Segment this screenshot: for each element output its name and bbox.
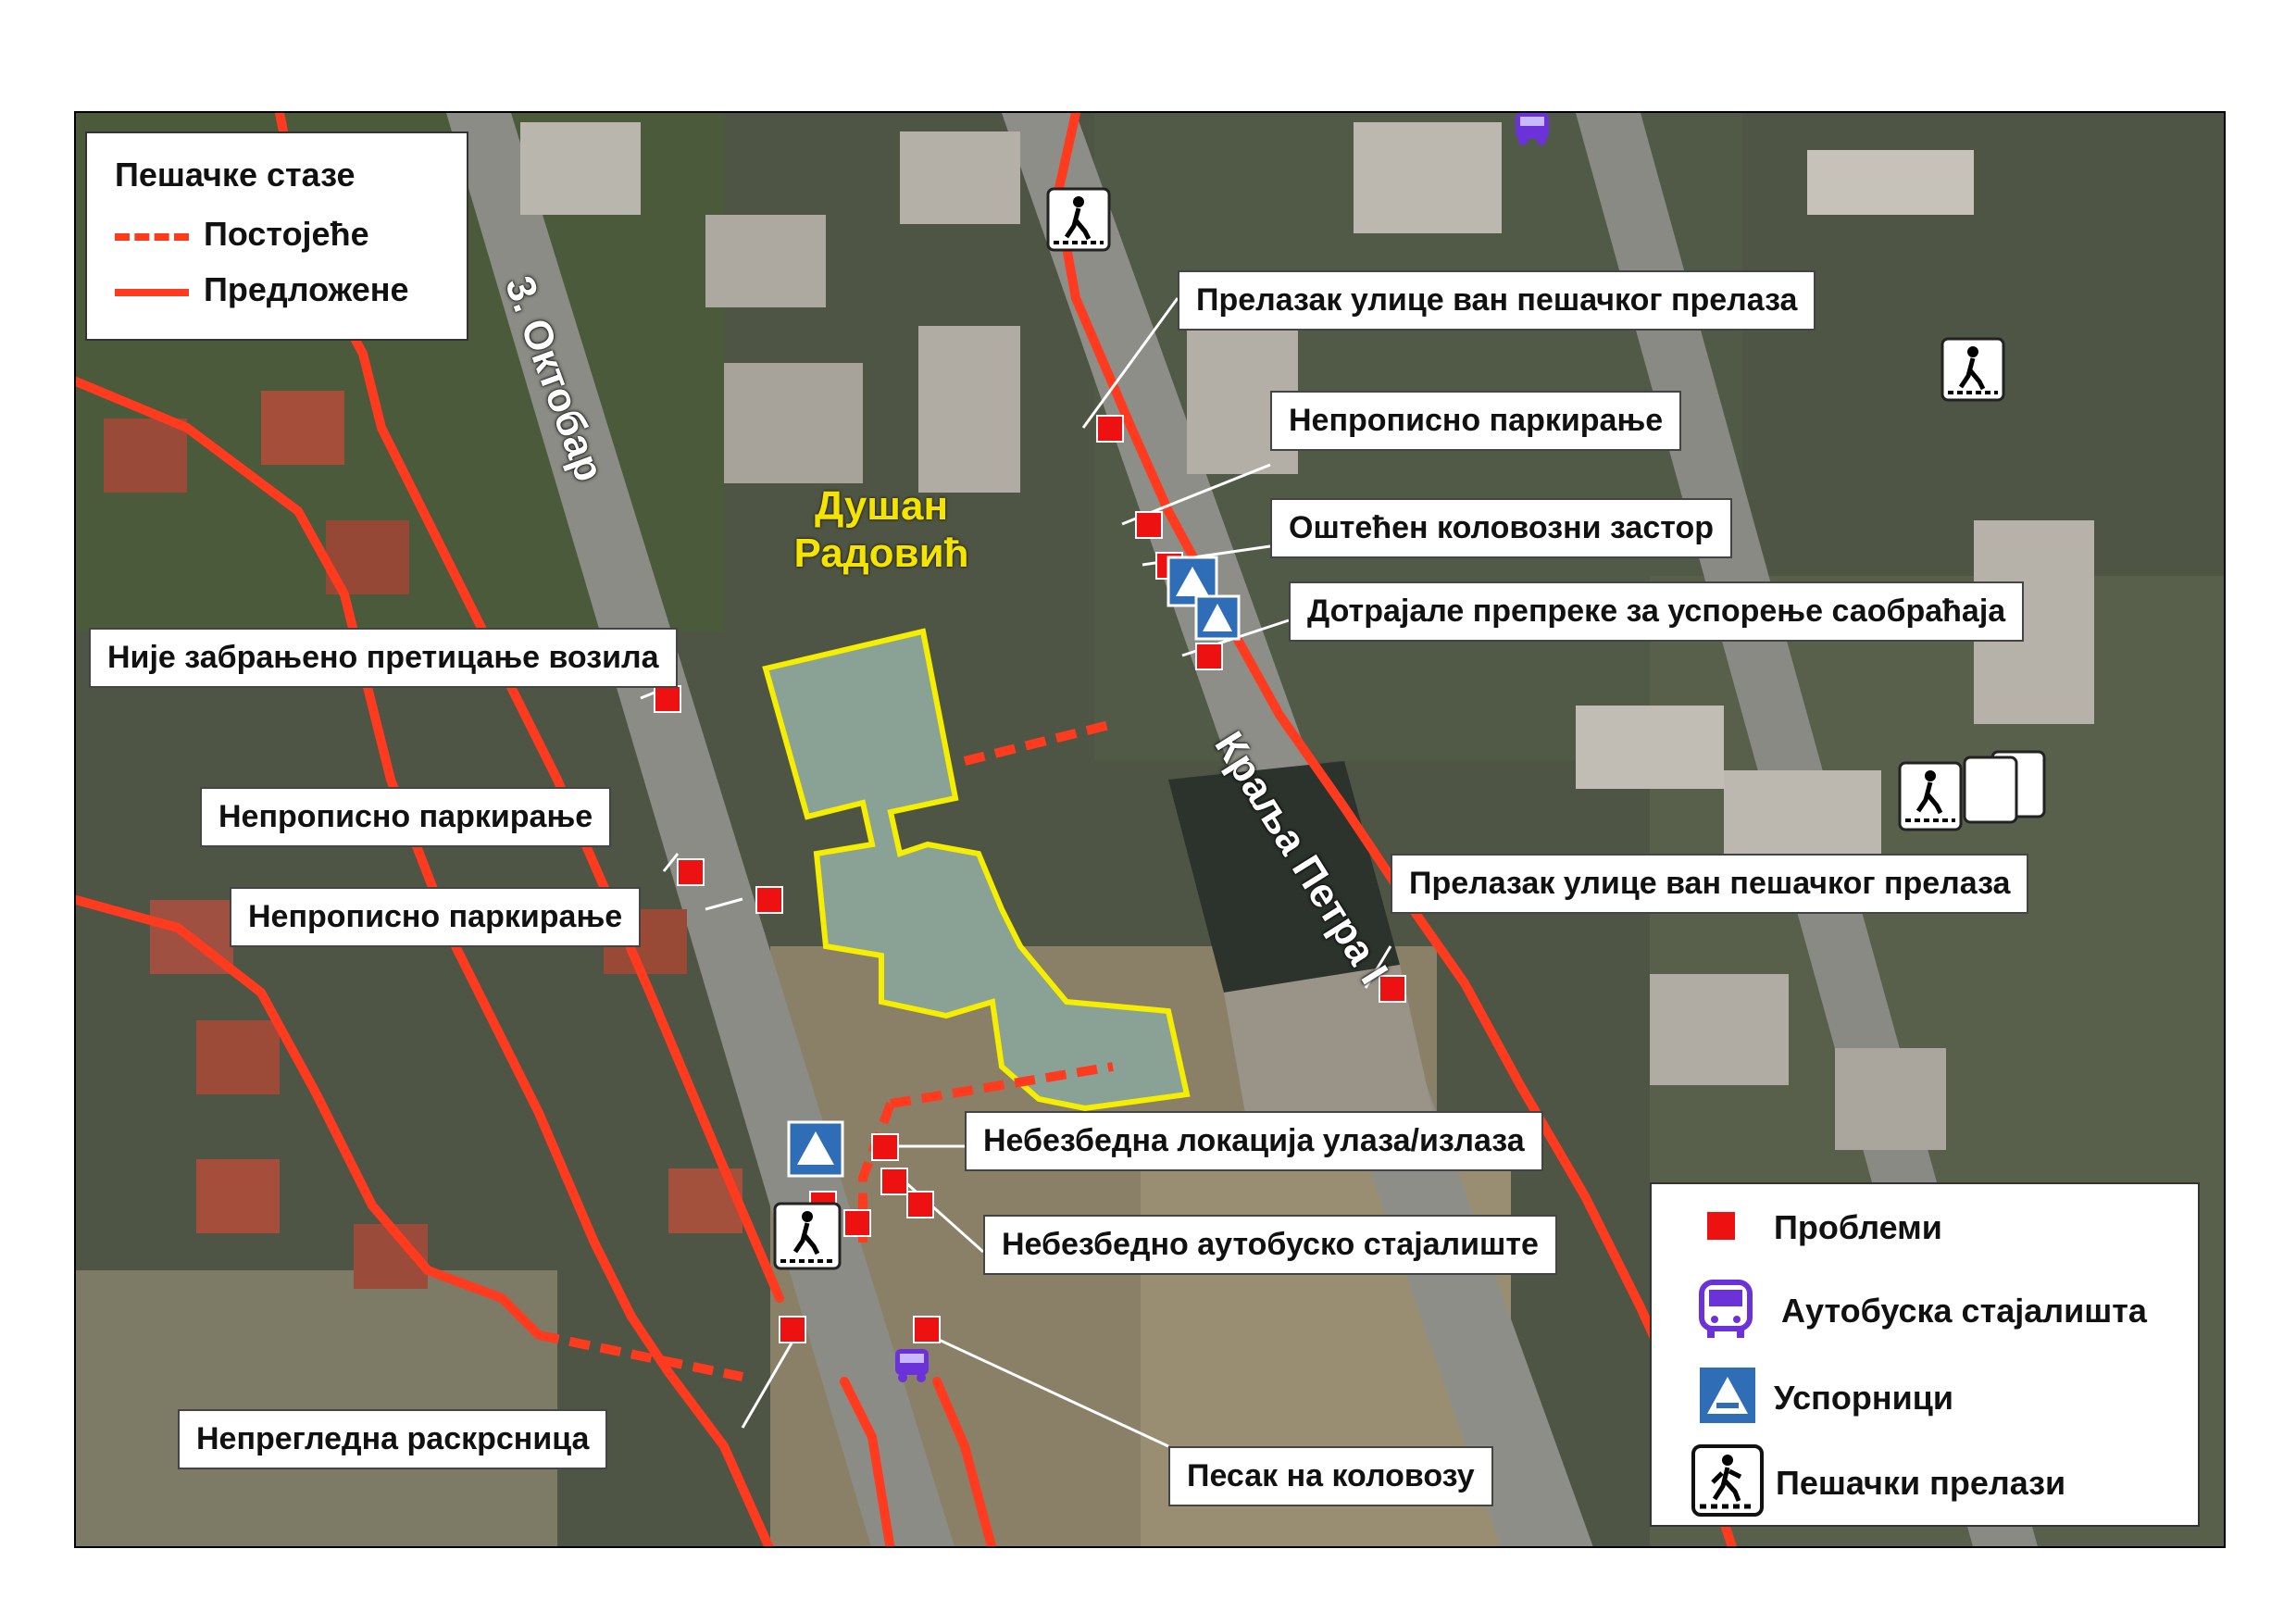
callout-no-overtaking: Није забрањено претицање возила (89, 628, 678, 689)
building (1576, 706, 1724, 789)
house (196, 1020, 280, 1094)
leader-line (1081, 297, 1179, 429)
open-ground (76, 1270, 557, 1546)
building (724, 363, 863, 483)
problem-marker (843, 1209, 871, 1237)
house (104, 418, 187, 493)
school-label-line1: Душан (814, 483, 949, 529)
callout-intersection: Непрегледна раскрсница (178, 1409, 608, 1470)
building (1354, 122, 1502, 233)
building (1724, 770, 1881, 854)
path-legend-title: Пешачке стазе (115, 156, 356, 194)
proposed-path (840, 1377, 895, 1546)
legend-proposed-label: Предложене (204, 270, 409, 308)
house (196, 1159, 280, 1233)
callout-crossing-top: Прелазак улице ван пешачког прелаза (1178, 270, 1816, 331)
problem-marker (1096, 415, 1124, 443)
building (520, 122, 641, 215)
symbol-legend: Проблеми Аутобуска стајалишта Успорници … (1650, 1182, 2200, 1527)
problem-marker (1135, 511, 1163, 539)
callout-entrance: Небезбедна локација улаза/излаза (965, 1111, 1543, 1172)
problem-marker (677, 858, 705, 886)
existing-path (858, 1102, 895, 1243)
speed-bump-icon (1700, 1368, 1755, 1423)
legend-existing-label: Постојеће (204, 215, 369, 253)
problem-marker (1379, 975, 1406, 1003)
problem-marker (913, 1316, 941, 1343)
problem-marker (1195, 643, 1223, 670)
school-label-line2: Радовић (793, 530, 969, 576)
building (918, 326, 1020, 493)
map-frame: 3. Октобар Краља Петра I Душан Радовић П… (74, 111, 2226, 1548)
bus-stop-marker (895, 1349, 929, 1382)
pedestrian-crossing-marker (1940, 337, 2005, 402)
leader-line (1364, 945, 1392, 989)
problem-marker (871, 1133, 899, 1161)
legend-crossings-label: Пешачки прелази (1776, 1464, 2066, 1502)
solid-line-swatch (115, 289, 189, 296)
problem-marker (779, 1316, 806, 1343)
problem-square-icon (1707, 1212, 1735, 1240)
proposed-path (76, 377, 774, 1546)
pedestrian-crossing-marker (773, 1202, 842, 1270)
legend-problems-label: Проблеми (1774, 1208, 1942, 1246)
leader-line (705, 897, 743, 911)
callout-parking-left1: Непрописно паркирање (200, 787, 612, 848)
callout-parking-left2: Непрописно паркирање (230, 887, 642, 948)
leader-line (741, 1334, 798, 1429)
callout-parking-top: Непрописно паркирање (1270, 391, 1682, 452)
leader-line (924, 1331, 1169, 1448)
problem-marker (906, 1191, 934, 1218)
building (900, 131, 1020, 224)
school-label: Душан Радовић (770, 483, 992, 577)
speed-bump-marker (787, 1120, 844, 1178)
proposed-path (358, 349, 784, 1303)
road-3-oktobar (446, 113, 955, 1546)
building (1807, 150, 1974, 215)
bus-icon (1699, 1280, 1753, 1338)
existing-path (963, 719, 1115, 766)
problem-marker (755, 886, 783, 914)
existing-path (890, 1062, 1114, 1108)
pedestrian-crossing-icon (1691, 1444, 1764, 1517)
callout-sand: Песак на коловозу (1168, 1446, 1493, 1507)
proposed-path (76, 895, 543, 1340)
school-building (762, 628, 1191, 1112)
legend-speed-bumps-label: Успорници (1774, 1379, 1954, 1417)
path-legend: Пешачке стазе Постојеће Предложене (85, 131, 468, 341)
problem-marker (880, 1168, 908, 1195)
callout-bus-stop: Небезбедно аутобуско стајалиште (983, 1215, 1557, 1276)
legend-bus-stops-label: Аутобуска стајалишта (1781, 1292, 2147, 1330)
sports-field (1224, 965, 1437, 1150)
house (261, 391, 344, 465)
proposed-path (932, 1377, 997, 1546)
leader-line (662, 853, 680, 872)
building (705, 215, 826, 307)
sports-field (1168, 761, 1400, 993)
problem-marker (654, 685, 681, 713)
bus-stop-marker (1516, 113, 1549, 145)
building (1650, 974, 1789, 1085)
proposed-path (1053, 113, 1737, 1546)
pedestrian-crossing-marker (1898, 750, 2046, 831)
callout-crossing-right: Прелазак улице ван пешачког прелаза (1391, 854, 2029, 915)
building (1835, 1048, 1946, 1150)
speed-bump-marker (1194, 594, 1241, 641)
existing-path (537, 1330, 744, 1381)
dashed-line-swatch (115, 233, 189, 241)
pedestrian-crossing-marker (1046, 187, 1111, 252)
callout-speed-bumps: Дотрајале препреке за успорење саобраћај… (1289, 581, 2025, 643)
callout-damaged-road: Оштећен коловозни застор (1270, 498, 1732, 559)
